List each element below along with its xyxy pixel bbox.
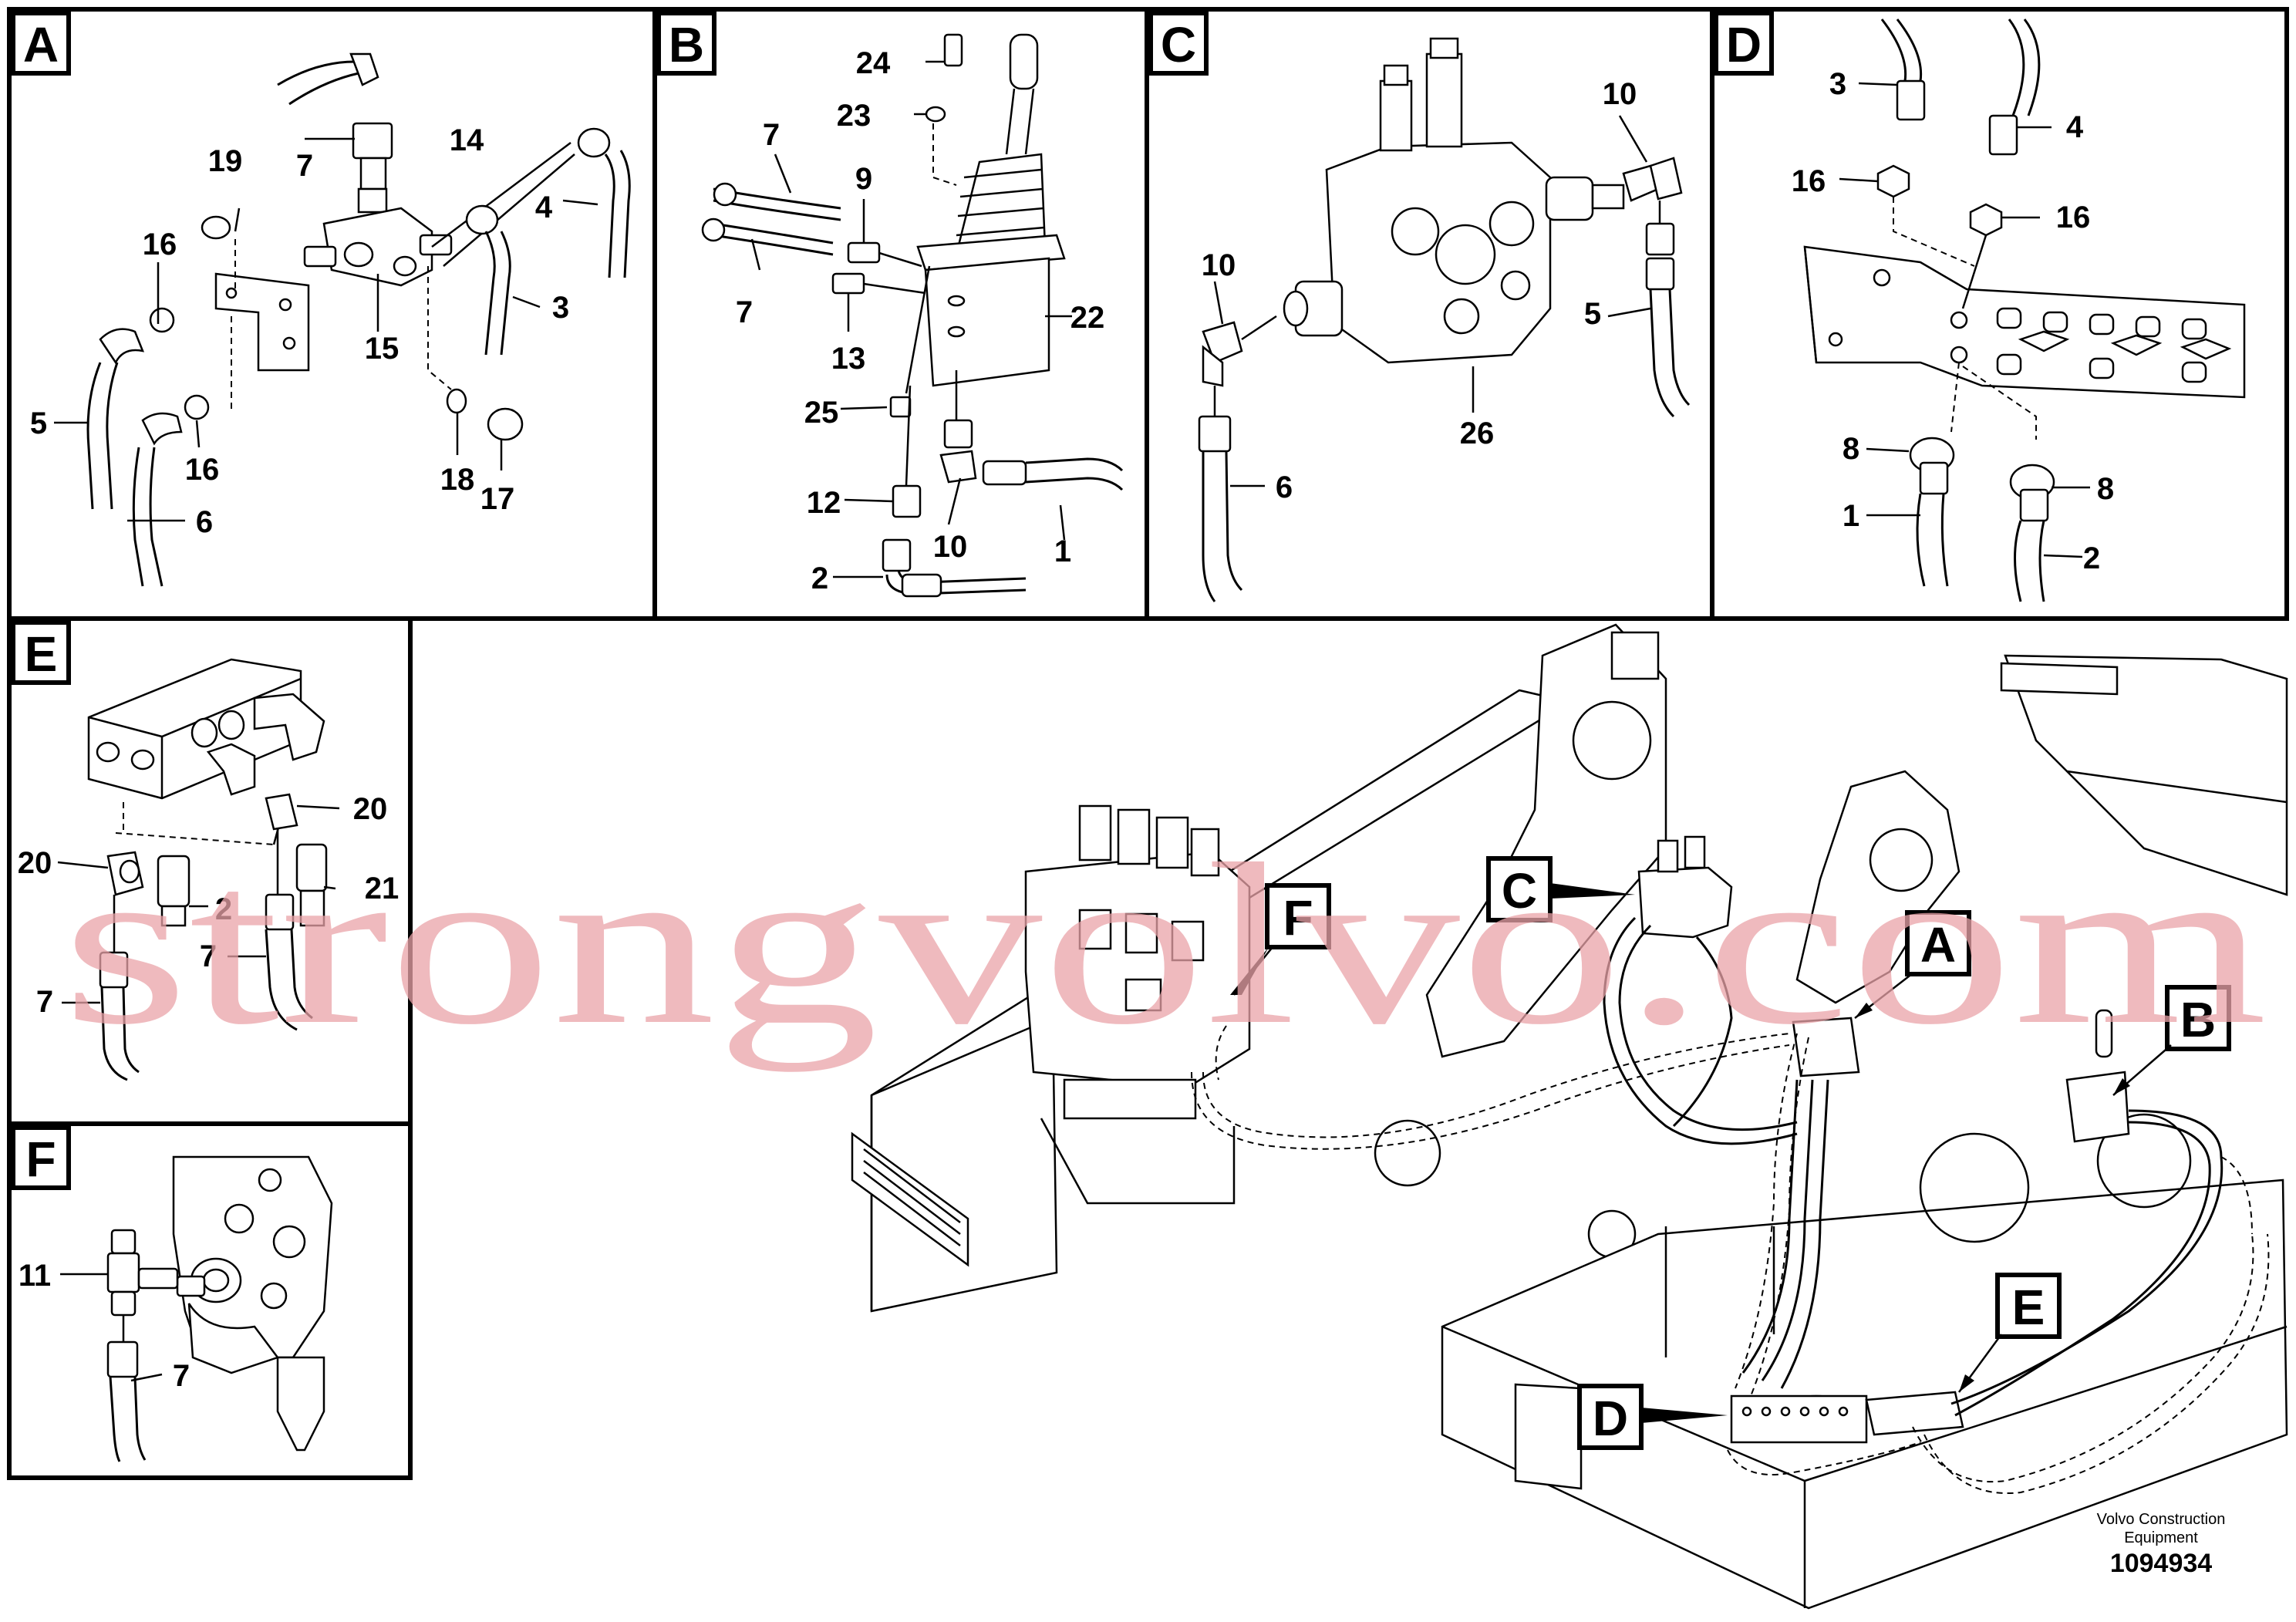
panel-a-letter: A <box>23 17 59 73</box>
label-f-7: 7 <box>173 1359 190 1393</box>
label-a-19: 19 <box>208 144 243 178</box>
label-b-10: 10 <box>933 530 968 564</box>
label-d-16-right: 16 <box>2056 201 2091 234</box>
label-c-10-left: 10 <box>1202 248 1236 282</box>
label-f-11: 11 <box>19 1259 51 1293</box>
callout-f-box <box>1265 883 1331 949</box>
label-e-7-right: 7 <box>200 939 217 973</box>
label-a-6: 6 <box>196 505 213 539</box>
label-b-12: 12 <box>807 486 841 520</box>
callout-a-letter: A <box>1920 917 1956 973</box>
label-a-18: 18 <box>440 463 475 497</box>
label-a-7: 7 <box>296 149 313 183</box>
footer-company: Volvo Construction <box>2097 1511 2226 1528</box>
callout-d-letter: D <box>1593 1391 1628 1446</box>
label-e-21: 21 <box>365 872 400 905</box>
callout-c-letter: C <box>1502 863 1537 919</box>
label-d-1: 1 <box>1843 499 1859 533</box>
label-b-22: 22 <box>1070 301 1105 335</box>
main-callouts: F C A B E D <box>1230 856 2231 1450</box>
label-a-15: 15 <box>365 332 400 366</box>
callout-b-box <box>2165 985 2231 1051</box>
label-d-2: 2 <box>2083 541 2100 575</box>
panel-b: B <box>656 11 1124 598</box>
label-a-14: 14 <box>450 123 484 157</box>
label-c-6: 6 <box>1276 470 1293 504</box>
panel-f-letter: F <box>25 1131 56 1187</box>
main-assembly-view <box>851 623 2288 1610</box>
panel-a: A <box>11 11 631 587</box>
panel-f: F 11 7 <box>11 1125 333 1462</box>
panel-e-letter: E <box>25 626 58 682</box>
label-c-26: 26 <box>1460 416 1495 450</box>
callout-e-box <box>1995 1273 2062 1339</box>
callout-d-box <box>1577 1384 1644 1450</box>
footer-drawing-number: 1094934 <box>2110 1549 2212 1578</box>
callout-e-letter: E <box>2012 1280 2045 1335</box>
label-e-2: 2 <box>215 892 232 926</box>
label-a-16-top: 16 <box>143 228 177 261</box>
callout-a-box <box>1905 910 1971 976</box>
panel-e: E <box>11 620 400 1081</box>
label-b-24: 24 <box>856 46 891 80</box>
label-e-20-left: 20 <box>18 846 52 880</box>
panel-frames <box>7 7 2289 1480</box>
label-c-10-top: 10 <box>1603 77 1637 111</box>
label-b-25: 25 <box>804 396 839 430</box>
label-b-7-top: 7 <box>763 118 780 152</box>
label-d-8-left: 8 <box>1843 432 1859 466</box>
label-a-4: 4 <box>535 191 553 224</box>
label-a-5: 5 <box>30 406 47 440</box>
panel-b-letter: B <box>669 17 704 73</box>
label-a-3: 3 <box>552 291 569 325</box>
footer-company-line2: Equipment <box>2124 1529 2198 1546</box>
label-c-5: 5 <box>1584 297 1601 331</box>
label-b-13: 13 <box>831 342 866 376</box>
label-d-8-right: 8 <box>2097 472 2114 506</box>
panel-d-letter: D <box>1726 17 1762 73</box>
callout-c-box <box>1486 856 1553 922</box>
watermark: strongvolvo.com <box>62 816 2267 1073</box>
label-d-16-left: 16 <box>1792 164 1826 198</box>
label-a-16-bottom: 16 <box>185 453 220 487</box>
label-b-1: 1 <box>1054 534 1071 568</box>
panel-d: D <box>1714 11 2246 602</box>
panel-c: C <box>1148 11 1691 602</box>
label-b-7-bottom: 7 <box>736 295 753 329</box>
label-a-17: 17 <box>480 482 515 516</box>
label-b-2: 2 <box>811 561 828 595</box>
label-d-3: 3 <box>1829 67 1846 101</box>
callout-f-letter: F <box>1283 890 1313 946</box>
label-e-20-right: 20 <box>353 792 388 826</box>
callout-b-letter: B <box>2180 992 2216 1047</box>
label-b-9: 9 <box>855 162 872 196</box>
footer: Volvo Construction Equipment 1094934 <box>2097 1511 2226 1578</box>
panel-c-letter: C <box>1161 17 1196 73</box>
label-d-4: 4 <box>2066 110 2084 144</box>
label-e-7-left: 7 <box>36 985 53 1019</box>
label-b-23: 23 <box>837 99 872 133</box>
